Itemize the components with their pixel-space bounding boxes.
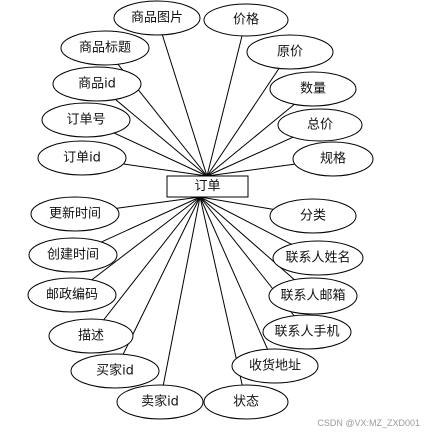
attribute-label: 商品id	[78, 77, 116, 92]
attribute-node: 联系人手机	[262, 314, 352, 350]
attribute-node: 描述	[48, 318, 134, 354]
connector-line	[159, 196, 201, 403]
attribute-node: 更新时间	[30, 196, 120, 232]
connector-line	[206, 51, 291, 177]
attribute-ellipse	[231, 348, 319, 384]
attribute-ellipse	[246, 34, 334, 70]
attribute-label: 商品图片	[131, 11, 183, 26]
attribute-node: 收货地址	[231, 348, 319, 384]
connector-line	[71, 196, 201, 296]
attribute-node: 商品id	[52, 66, 142, 102]
attribute-ellipse	[268, 277, 358, 315]
connector-line	[156, 17, 208, 177]
attribute-label: 买家id	[96, 363, 134, 379]
attribute-label: 描述	[78, 329, 104, 344]
attribute-ellipse	[27, 277, 117, 313]
attribute-node: 订单号	[41, 102, 131, 138]
attribute-node: 分类	[269, 198, 357, 234]
attribute-ellipse	[41, 102, 131, 138]
attribute-label: 卖家id	[141, 394, 179, 410]
attribute-ellipse	[52, 66, 142, 102]
attribute-label: 联系人邮箱	[280, 288, 345, 304]
attribute-label: 收货地址	[249, 358, 301, 374]
attribute-ellipse	[277, 108, 363, 142]
attribute-node: 邮政编码	[27, 277, 117, 313]
attribute-ellipse	[60, 30, 150, 66]
attribute-node: 规格	[292, 141, 374, 177]
attribute-node: 原价	[246, 34, 334, 70]
attribute-ellipse	[70, 353, 160, 389]
attribute-label: 数量	[300, 82, 326, 97]
attribute-ellipse	[262, 314, 352, 350]
attribute-ellipse	[113, 0, 201, 36]
attribute-label: 价格	[233, 12, 259, 28]
entity-order: 订单	[166, 175, 249, 198]
attribute-node: 价格	[203, 3, 289, 37]
attribute-node: 状态	[203, 384, 289, 420]
attribute-label: 更新时间	[49, 206, 101, 222]
attribute-label: 原价	[277, 45, 303, 60]
attribute-node: 卖家id	[116, 384, 204, 420]
entity-label: 订单	[194, 179, 220, 194]
attribute-node: 商品标题	[60, 30, 150, 66]
attribute-label: 订单id	[63, 151, 101, 166]
attribute-ellipse	[48, 318, 134, 354]
attribute-ellipse	[37, 140, 127, 176]
attribute-label: 总价	[307, 118, 333, 133]
attribute-ellipse	[292, 141, 374, 177]
attribute-ellipse	[116, 384, 204, 420]
attribute-label: 分类	[300, 209, 326, 224]
attribute-ellipse	[269, 198, 357, 234]
connector-line	[206, 19, 247, 177]
attribute-label: 订单号	[66, 113, 105, 128]
attribute-node: 联系人姓名	[272, 240, 364, 276]
attribute-ellipse	[203, 3, 289, 37]
attribute-node: 商品图片	[113, 0, 201, 36]
connector-line	[90, 196, 201, 337]
connector-line	[199, 196, 276, 367]
attribute-label: 联系人手机	[274, 325, 339, 340]
connector-line	[104, 47, 208, 177]
attribute-label: 邮政编码	[46, 288, 98, 303]
attribute-ellipse	[269, 71, 357, 107]
watermark: CSDN @VX:MZ_ZXD001	[317, 418, 420, 428]
attribute-ellipse	[30, 196, 120, 232]
attribute-node: 创建时间	[28, 237, 118, 273]
attribute-node: 总价	[277, 108, 363, 142]
attribute-label: 创建时间	[47, 248, 99, 263]
attribute-label: 联系人姓名	[285, 250, 350, 266]
attribute-node: 买家id	[70, 353, 160, 389]
attribute-label: 状态	[233, 395, 259, 410]
entity-box	[166, 175, 249, 198]
attribute-label: 商品标题	[79, 41, 131, 56]
attribute-ellipse	[272, 240, 364, 276]
attribute-label: 规格	[320, 151, 346, 167]
attribute-ellipse	[28, 237, 118, 273]
attribute-node: 联系人邮箱	[268, 277, 358, 315]
attribute-ellipse	[203, 384, 289, 420]
attribute-node: 数量	[269, 71, 357, 107]
attribute-node: 订单id	[37, 140, 127, 176]
